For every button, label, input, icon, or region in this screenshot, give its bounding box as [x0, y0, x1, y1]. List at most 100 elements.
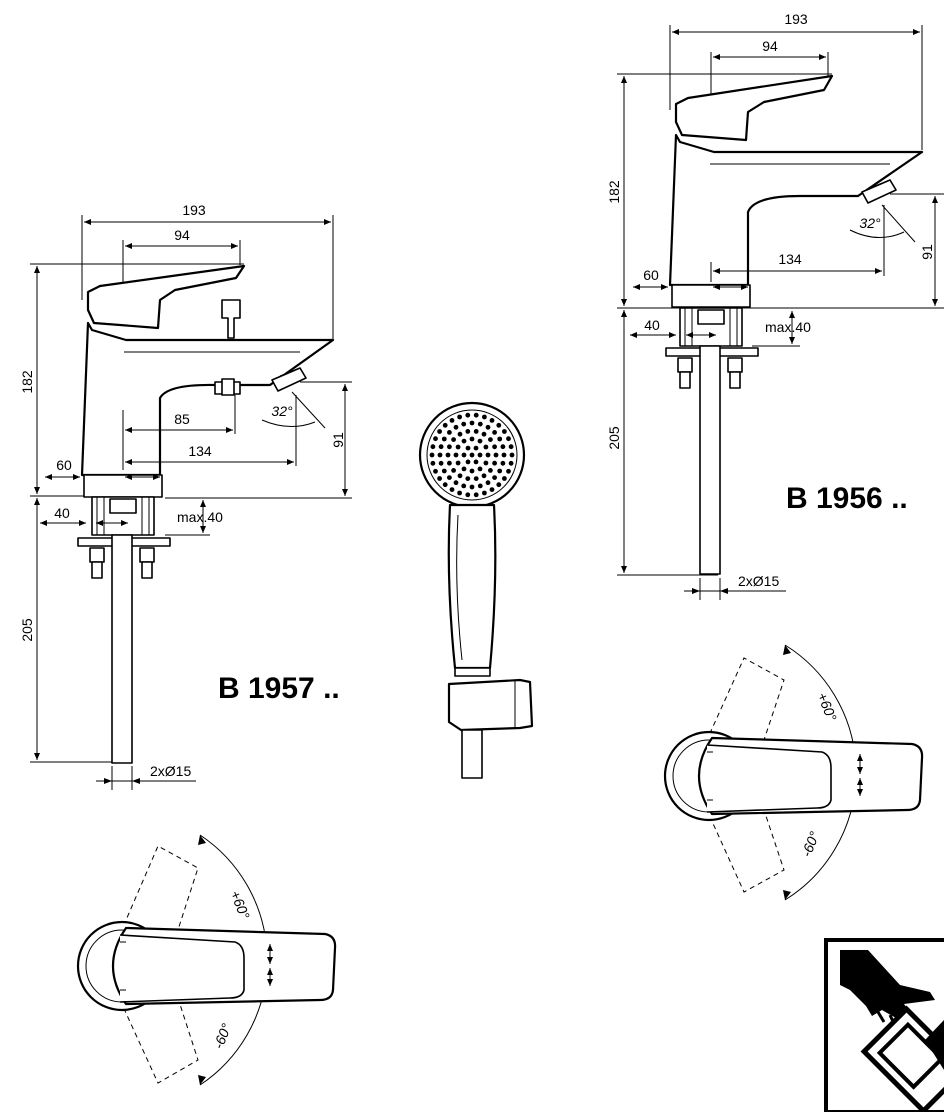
dim-spout-height-b1956: 91: [919, 244, 935, 260]
dim-base-b1957: 40: [54, 505, 70, 521]
shower-nozzle: [502, 476, 507, 481]
shower-nozzle: [485, 452, 491, 458]
model-label-b1957: B 1957 ..: [218, 672, 340, 705]
shower-nozzle: [492, 460, 497, 466]
shower-nozzle: [473, 492, 479, 498]
shower-nozzle: [506, 436, 511, 442]
shower-nozzle: [447, 444, 452, 450]
dim-angle-b1956: 32°: [859, 215, 881, 231]
shower-nozzle: [483, 460, 489, 466]
dim-pipes-b1956: 2xØ15: [738, 573, 779, 589]
shower-nozzle: [488, 468, 493, 473]
dim-max-thickness-b1957: max.40: [177, 509, 223, 525]
shower-nozzle: [465, 429, 471, 434]
shower-nozzle: [497, 468, 503, 474]
shower-nozzle: [477, 421, 483, 427]
shower-nozzle: [449, 487, 455, 492]
shower-nozzle: [455, 444, 461, 450]
shower-nozzle: [433, 468, 438, 474]
shower-nozzle: [482, 490, 487, 496]
shower-nozzle: [485, 480, 491, 486]
rotation-minus-b1956: -60°: [798, 829, 823, 859]
shower-nozzle: [477, 483, 483, 489]
shower-nozzle: [447, 475, 452, 480]
shower-nozzle: [465, 459, 471, 465]
dim-spout-height-b1957: 91: [330, 432, 346, 448]
dim-width-b1957: 193: [182, 202, 206, 218]
shower-nozzle: [437, 476, 442, 481]
shower-nozzle: [469, 420, 475, 426]
dim-spout-depth-b1957: 134: [188, 443, 212, 459]
shower-nozzle: [465, 412, 471, 418]
shower-nozzle: [473, 445, 479, 451]
shower-nozzle: [473, 459, 479, 465]
shower-nozzle: [481, 431, 487, 437]
rotation-minus-b1957: -60°: [210, 1021, 235, 1051]
shower-nozzle: [492, 475, 497, 480]
shower-nozzle: [496, 422, 502, 428]
shower-nozzle: [461, 483, 467, 489]
shower-nozzle: [492, 430, 497, 435]
shower-nozzle: [465, 445, 471, 451]
shower-nozzle: [451, 437, 456, 442]
dim-lever-b1956: 94: [762, 38, 778, 54]
shower-nozzle: [438, 460, 444, 466]
shower-nozzle: [430, 460, 436, 466]
rotation-plus-b1957: +60°: [227, 888, 253, 922]
shower-nozzle: [469, 468, 475, 474]
shower-nozzle: [442, 482, 448, 488]
shower-nozzle: [469, 452, 475, 458]
shower-nozzle: [457, 414, 462, 420]
shower-nozzle: [473, 429, 479, 434]
dim-diverter-b1957: 85: [174, 411, 190, 427]
dim-center-b1956: 60: [643, 267, 659, 283]
dim-below-b1956: 205: [606, 426, 622, 450]
clean-with-cloth-icon: [824, 938, 944, 1112]
shower-nozzle: [500, 460, 506, 466]
shower-nozzle: [461, 452, 467, 458]
shower-nozzle: [457, 431, 463, 437]
shower-nozzle: [451, 468, 456, 473]
shower-nozzle: [496, 482, 502, 488]
shower-nozzle: [500, 444, 506, 450]
shower-nozzle: [453, 452, 459, 458]
shower-nozzle: [488, 437, 493, 442]
shower-nozzle: [465, 492, 471, 498]
shower-nozzle: [492, 444, 497, 450]
model-label-b1956: B 1956 ..: [786, 482, 908, 515]
shower-nozzle: [477, 438, 483, 444]
shower-nozzle: [429, 452, 435, 458]
shower-nozzle: [473, 412, 479, 418]
shower-nozzle: [437, 429, 442, 434]
shower-nozzle: [437, 452, 443, 458]
shower-nozzle: [447, 430, 452, 435]
shower-nozzle: [455, 460, 461, 466]
shower-nozzle: [461, 438, 467, 444]
dim-height-b1957: 182: [19, 370, 35, 394]
shower-nozzle: [473, 476, 479, 481]
shower-nozzle: [441, 436, 447, 442]
shower-nozzle: [497, 436, 503, 442]
shower-nozzle: [465, 476, 471, 481]
shower-nozzle: [461, 466, 467, 472]
shower-nozzle: [442, 422, 448, 428]
shower-nozzle: [508, 460, 514, 466]
shower-nozzle: [447, 460, 452, 466]
shower-nozzle: [509, 452, 515, 458]
shower-nozzle: [438, 444, 444, 450]
shower-nozzle: [502, 429, 507, 434]
shower-nozzle: [433, 436, 438, 442]
dim-width-b1956: 193: [784, 11, 808, 27]
hand-shower-icon: [418, 401, 534, 779]
dim-lever-b1957: 94: [174, 227, 190, 243]
shower-nozzle: [449, 418, 455, 423]
dim-base-b1956: 40: [644, 317, 660, 333]
shower-nozzle: [441, 468, 447, 474]
dim-max-thickness-b1956: max.40: [765, 319, 811, 335]
shower-nozzle: [482, 414, 487, 420]
shower-nozzle: [489, 418, 495, 423]
shower-nozzle: [489, 487, 495, 492]
shower-nozzle: [457, 490, 462, 496]
shower-nozzle: [508, 444, 514, 450]
